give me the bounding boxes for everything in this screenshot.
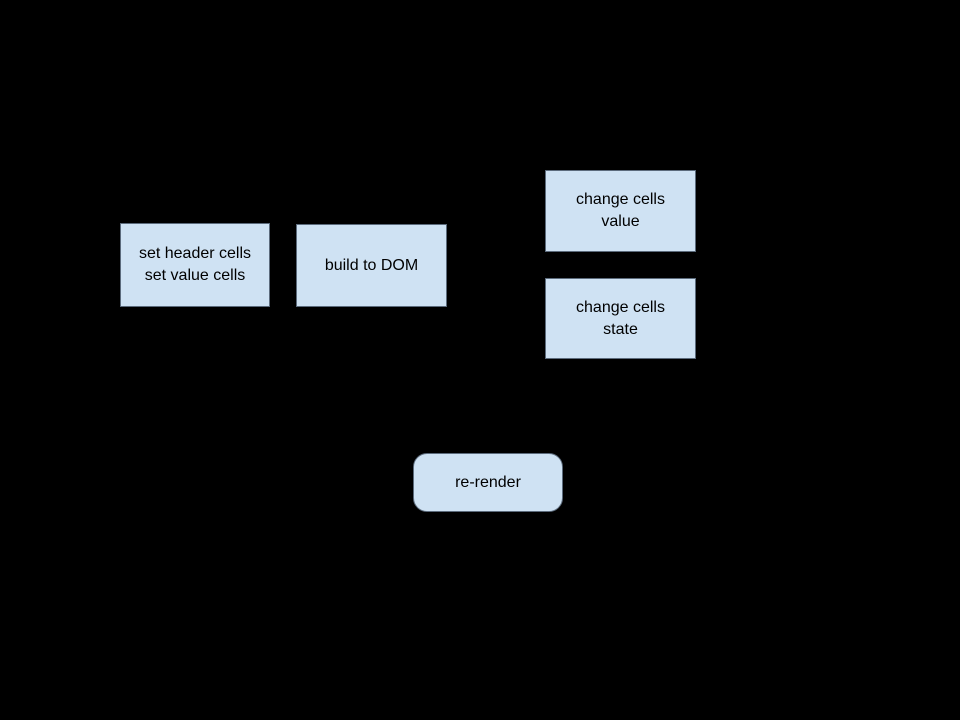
node-label-line: change cells <box>576 298 665 316</box>
node-label-line: re-render <box>455 473 521 491</box>
node-re-render: re-render <box>413 453 563 512</box>
node-set-cells: set header cells set value cells <box>120 223 270 307</box>
node-build-to-dom: build to DOM <box>296 224 447 307</box>
node-label-line: value <box>601 213 640 230</box>
node-label-line: set value cells <box>144 267 246 284</box>
node-label-line: state <box>603 320 638 338</box>
node-label-line: build to DOM <box>324 256 419 274</box>
node-change-cells-value: change cells value <box>545 170 696 252</box>
node-label-line: set header cells <box>138 245 252 262</box>
node-change-cells-state: change cells state <box>545 278 696 359</box>
node-label-line: change cells <box>576 191 665 208</box>
